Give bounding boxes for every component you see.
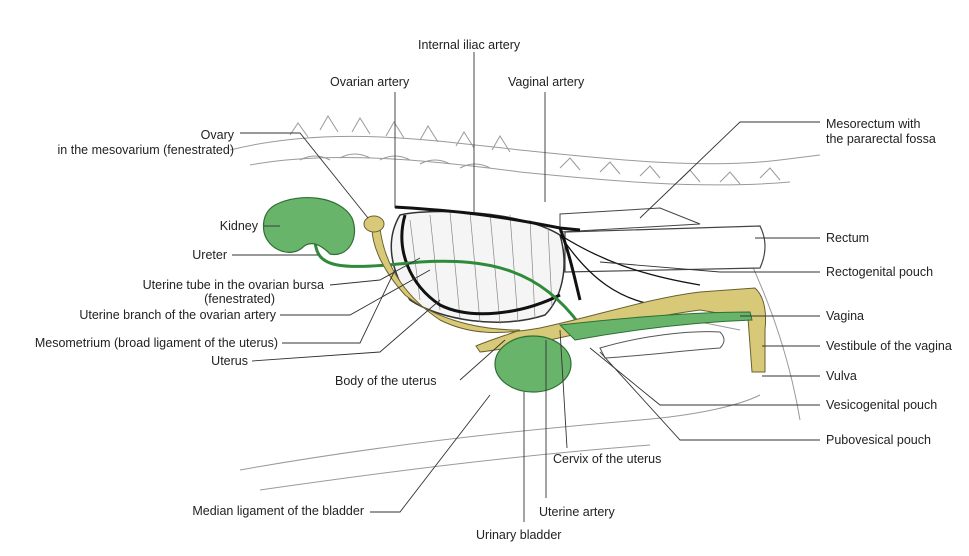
label-uterine-tube-line1: Uterine tube in the ovarian bursa (0, 278, 324, 292)
label-ovary-line1: Ovary (0, 128, 234, 142)
label-urinary-bladder: Urinary bladder (476, 528, 561, 542)
label-mesorectum-line1: Mesorectum with (826, 117, 920, 131)
label-vulva: Vulva (826, 369, 857, 383)
label-rectogenital-pouch: Rectogenital pouch (826, 265, 933, 279)
label-vagina: Vagina (826, 309, 864, 323)
label-mesometrium: Mesometrium (broad ligament of the uteru… (0, 336, 278, 350)
broad-ligament (391, 212, 564, 324)
label-rectum: Rectum (826, 231, 869, 245)
label-vestibule: Vestibule of the vagina (826, 339, 952, 353)
label-body-of-uterus: Body of the uterus (335, 374, 436, 388)
label-ovarian-artery: Ovarian artery (330, 75, 409, 89)
label-internal-iliac-artery: Internal iliac artery (418, 38, 520, 52)
label-uterus: Uterus (0, 354, 248, 368)
vertebral-column (230, 116, 820, 185)
rectum-shape (560, 208, 765, 272)
pubic-bone (600, 332, 724, 358)
label-mesorectum-line2: the pararectal fossa (826, 132, 936, 146)
label-pubovesical-pouch: Pubovesical pouch (826, 433, 931, 447)
label-uterine-branch: Uterine branch of the ovarian artery (0, 308, 276, 322)
label-ureter: Ureter (0, 248, 227, 262)
ovary-shape (364, 216, 384, 232)
label-median-ligament: Median ligament of the bladder (0, 504, 364, 518)
label-uterine-artery: Uterine artery (539, 505, 615, 519)
label-ovary-line2: in the mesovarium (fenestrated) (0, 143, 234, 157)
label-vesicogenital-pouch: Vesicogenital pouch (826, 398, 937, 412)
label-cervix: Cervix of the uterus (553, 452, 661, 466)
label-kidney: Kidney (0, 219, 258, 233)
label-uterine-tube-line2: (fenestrated) (0, 292, 275, 306)
label-vaginal-artery: Vaginal artery (508, 75, 584, 89)
